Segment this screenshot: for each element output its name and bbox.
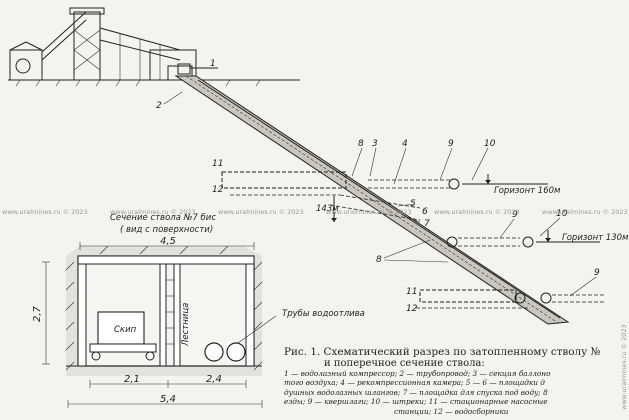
label-2: 2 — [156, 101, 162, 111]
label-12-lower: 12 — [406, 304, 418, 314]
caption-title: Рис. 1. Схематический разрез по затоплен… — [284, 346, 601, 358]
dim-width-right: 2,4 — [206, 374, 222, 385]
caption-line: душных водолазных шлангов; 7 — площадка … — [284, 387, 548, 397]
dim-width-top: 4,5 — [160, 236, 176, 247]
watermark: www.uralmines.ru © 2023 — [542, 208, 628, 216]
watermark: www.uralmines.ru © 2023 — [2, 208, 88, 216]
horizon-160-label: Горизонт 160м — [494, 186, 561, 196]
label-6: 6 — [422, 207, 428, 217]
shaft-cross-section — [65, 245, 277, 376]
figure-caption: Рис. 1. Схематический разрез по затоплен… — [284, 346, 629, 416]
skip-label: Скип — [114, 325, 137, 335]
surface-buildings: 1 — [8, 7, 300, 87]
caption-line: езды; 9 — квершлаги; 10 — штреки; 11 — с… — [284, 397, 548, 407]
depth-143-label: 143м — [316, 204, 339, 214]
label-9-middle: 9 — [512, 210, 518, 220]
label-10-middle: 10 — [556, 209, 568, 219]
middle-horizon — [446, 230, 600, 248]
dim-width-bottom: 5,4 — [160, 394, 176, 405]
upper-horizon — [221, 171, 548, 221]
lower-horizon — [416, 289, 606, 309]
label-9-upper: 9 — [448, 139, 454, 149]
label-9-lower: 9 — [594, 268, 600, 278]
label-11-upper: 11 — [212, 159, 223, 169]
section-title: Сечение ствола №7 бис — [110, 213, 216, 223]
section-dimensions — [42, 242, 263, 408]
label-11-lower: 11 — [406, 287, 417, 297]
label-7: 7 — [424, 219, 430, 229]
horizon-130-label: Горизонт 130м — [562, 233, 629, 243]
caption-line: того воздуха; 4 — рекомпрессионная камер… — [284, 378, 545, 388]
pipes-label: Трубы водоотлива — [282, 309, 365, 319]
watermark: www.uralmines.ru © 2023 — [218, 208, 304, 216]
watermark: www.uralmines.ru © 2023 — [110, 208, 196, 216]
watermark: www.uralmines.ru © 2023 — [326, 208, 412, 216]
watermark-side: www.uralmines.ru © 2023 — [620, 324, 628, 410]
watermark: www.uralmines.ru © 2023 — [434, 208, 520, 216]
label-3: 3 — [372, 139, 378, 149]
label-8-upper: 8 — [358, 139, 364, 149]
caption-line: 1 — водолазный компрессор; 2 — трубопров… — [284, 369, 551, 378]
caption-subtitle: и поперечное сечение ствола: — [324, 358, 485, 369]
section-subtitle: ( вид с поверхности) — [120, 225, 213, 235]
caption-line: станции; 12 — водосборники — [394, 406, 509, 416]
ladder-label: Лестница — [181, 303, 191, 347]
dim-width-left: 2,1 — [124, 374, 140, 385]
label-12-upper: 12 — [212, 185, 224, 195]
label-4: 4 — [402, 139, 408, 149]
label-1: 1 — [210, 59, 216, 69]
label-8-lower: 8 — [376, 255, 382, 265]
dim-height: 2,7 — [32, 305, 43, 322]
label-10-upper: 10 — [484, 139, 496, 149]
